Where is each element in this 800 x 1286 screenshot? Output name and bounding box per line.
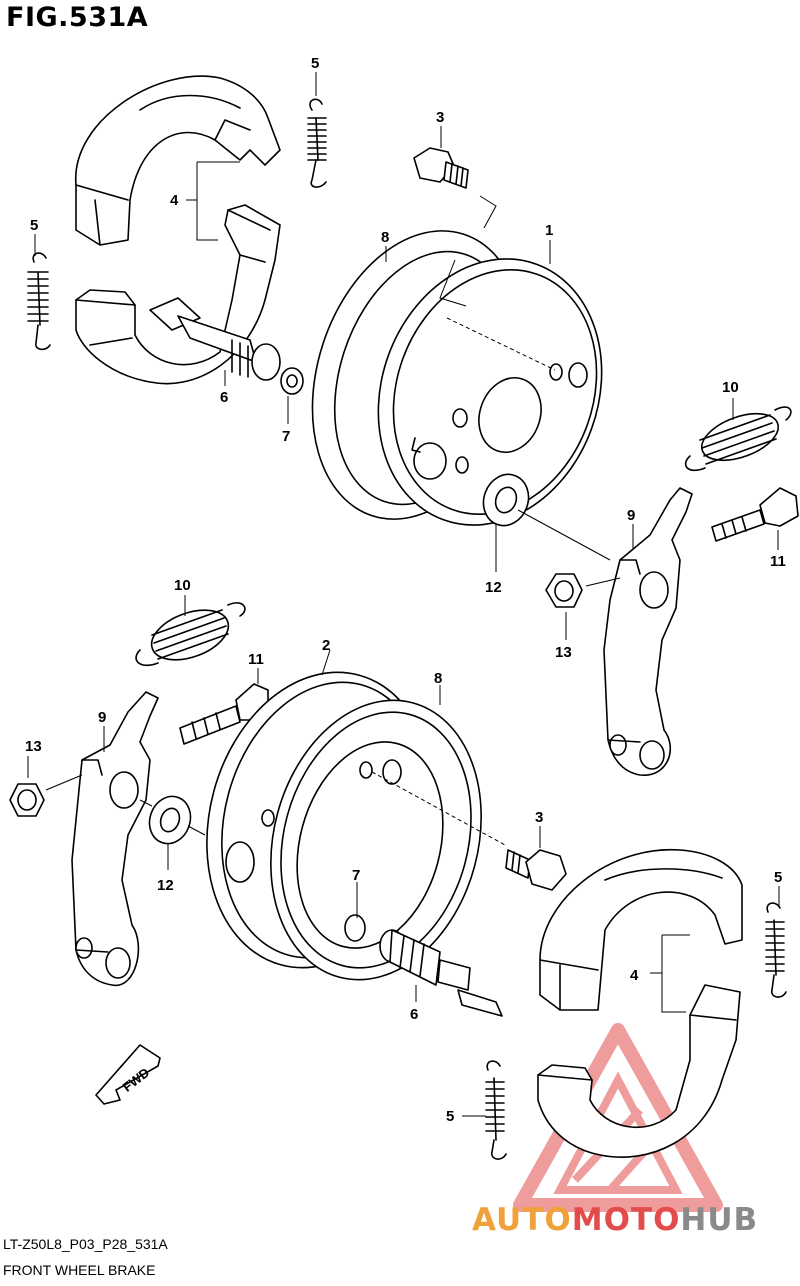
figure-title: FIG.531A bbox=[6, 2, 149, 33]
callout-4: 4 bbox=[630, 967, 639, 984]
callout-13: 13 bbox=[25, 738, 42, 755]
washer-upper bbox=[280, 367, 304, 395]
callout-12: 12 bbox=[485, 579, 502, 596]
callout-7: 7 bbox=[282, 428, 290, 445]
diagram-code: LT-Z50L8_P03_P28_531A bbox=[3, 1236, 168, 1252]
callout-4: 4 bbox=[170, 192, 179, 209]
callout-9: 9 bbox=[627, 507, 635, 524]
spring-lower-left bbox=[485, 1060, 507, 1160]
forward-direction-arrow: FWD bbox=[95, 1044, 161, 1105]
callout-7: 7 bbox=[352, 867, 360, 884]
callout-8: 8 bbox=[381, 229, 389, 246]
watermark-auto: AUTO bbox=[472, 1202, 572, 1238]
seal-upper bbox=[482, 473, 530, 527]
callout-10: 10 bbox=[722, 379, 739, 396]
callout-6: 6 bbox=[220, 389, 228, 406]
callout-8: 8 bbox=[434, 670, 442, 687]
bolt-upper bbox=[413, 147, 469, 189]
lever-bolt-upper bbox=[711, 487, 799, 542]
return-spring-upper bbox=[684, 406, 792, 472]
callout-1: 1 bbox=[545, 222, 553, 239]
brake-drum-lower bbox=[270, 699, 482, 981]
callout-5: 5 bbox=[30, 217, 38, 234]
nut-lower bbox=[9, 783, 45, 817]
callout-10: 10 bbox=[174, 577, 191, 594]
bolt-lower bbox=[505, 849, 567, 891]
brake-shoe-upper-a bbox=[75, 75, 281, 246]
callout-13: 13 bbox=[555, 644, 572, 661]
callout-9: 9 bbox=[98, 709, 106, 726]
callout-11: 11 bbox=[770, 553, 786, 570]
brake-camshaft-lower bbox=[379, 929, 503, 1017]
brake-shoe-lower-a bbox=[539, 848, 743, 1011]
callout-5: 5 bbox=[774, 869, 782, 886]
callout-12: 12 bbox=[157, 877, 174, 894]
watermark-wordmark: AUTOMOTOHUB bbox=[472, 1202, 758, 1238]
callout-5: 5 bbox=[311, 55, 319, 72]
brake-camshaft-upper bbox=[149, 297, 281, 381]
spring-upper-left bbox=[27, 252, 51, 351]
spring-lower-right bbox=[765, 902, 787, 998]
callout-2: 2 bbox=[322, 637, 330, 654]
brake-panel-upper bbox=[377, 258, 603, 526]
brake-arm-upper bbox=[603, 487, 693, 776]
brake-shoe-lower-b bbox=[537, 984, 741, 1158]
seal-lower bbox=[148, 795, 192, 845]
return-spring-lower bbox=[135, 602, 246, 667]
callout-3: 3 bbox=[535, 809, 543, 826]
watermark-moto: MOTO bbox=[571, 1202, 681, 1238]
diagram-caption: FRONT WHEEL BRAKE bbox=[3, 1262, 156, 1278]
brake-arm-lower bbox=[71, 691, 159, 986]
callout-11: 11 bbox=[248, 651, 264, 668]
watermark-hub: HUB bbox=[680, 1202, 759, 1238]
spring-upper-right bbox=[307, 98, 327, 188]
callout-6: 6 bbox=[410, 1006, 418, 1023]
callout-5: 5 bbox=[446, 1108, 454, 1125]
callout-3: 3 bbox=[436, 109, 444, 126]
nut-upper bbox=[545, 573, 583, 608]
